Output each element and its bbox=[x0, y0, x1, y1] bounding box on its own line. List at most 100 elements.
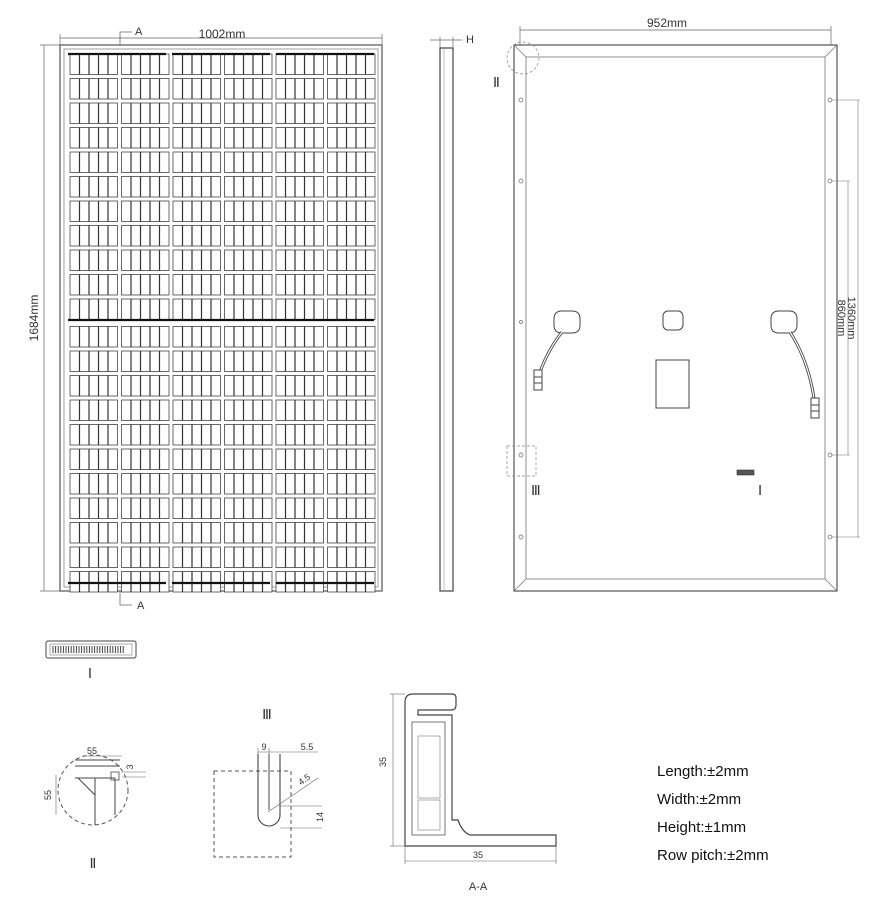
solar-cell bbox=[121, 53, 170, 75]
solar-cell bbox=[275, 53, 324, 75]
solar-cell bbox=[69, 375, 118, 397]
solar-cell bbox=[121, 448, 170, 470]
solar-cell bbox=[224, 473, 273, 495]
solar-cell bbox=[224, 571, 273, 593]
detail-mark-corner: Ⅱ bbox=[493, 76, 500, 91]
solar-cell bbox=[172, 571, 221, 593]
detail-II-circle bbox=[506, 41, 540, 75]
solar-cell bbox=[327, 176, 376, 198]
solar-cell bbox=[121, 78, 170, 100]
solar-cell bbox=[275, 78, 324, 100]
side-view: H bbox=[430, 34, 474, 592]
solar-cell bbox=[224, 326, 273, 348]
solar-cell bbox=[172, 176, 221, 198]
solar-cell bbox=[172, 326, 221, 348]
solar-cell bbox=[327, 225, 376, 247]
solar-cell bbox=[224, 225, 273, 247]
solar-cell bbox=[327, 78, 376, 100]
solar-cell bbox=[69, 448, 118, 470]
solar-cell bbox=[327, 473, 376, 495]
tolerance-height: Height:±1mm bbox=[657, 819, 747, 836]
solar-cell bbox=[224, 522, 273, 544]
solar-cell bbox=[172, 298, 221, 320]
solar-cell bbox=[69, 151, 118, 173]
detail-II-dim-height: 55 bbox=[43, 790, 53, 800]
cable-left bbox=[538, 331, 564, 373]
solar-cell bbox=[327, 424, 376, 446]
mounting-hole bbox=[518, 97, 524, 103]
solar-cell bbox=[69, 326, 118, 348]
solar-cell bbox=[172, 546, 221, 568]
detail-I-label-strip: Ⅰ bbox=[45, 640, 137, 682]
solar-cell bbox=[224, 350, 273, 372]
grounding-label-strip bbox=[736, 469, 755, 476]
detail-III-dim-a: 9 bbox=[261, 742, 266, 752]
section-mark-top: A bbox=[135, 26, 143, 38]
junction-box-right bbox=[770, 310, 798, 334]
connector-left bbox=[533, 369, 543, 391]
solar-cell bbox=[224, 200, 273, 222]
tolerance-length: Length:±2mm bbox=[657, 763, 749, 780]
solar-cell bbox=[69, 127, 118, 149]
section-AA-dim-width: 35 bbox=[473, 850, 483, 860]
back-frame-inner bbox=[525, 56, 826, 580]
solar-cell bbox=[327, 350, 376, 372]
solar-cell bbox=[69, 399, 118, 421]
cell-grid bbox=[68, 52, 376, 593]
solar-cell bbox=[275, 375, 324, 397]
solar-cell bbox=[275, 249, 324, 271]
mounting-holes bbox=[518, 97, 833, 540]
solar-cell bbox=[121, 225, 170, 247]
detail-II-corner: 55 55 3 Ⅱ bbox=[43, 746, 146, 872]
solar-cell bbox=[69, 102, 118, 124]
solar-cell bbox=[69, 200, 118, 222]
solar-cell bbox=[224, 274, 273, 296]
detail-III-caption: Ⅲ bbox=[262, 708, 272, 723]
solar-cell bbox=[121, 424, 170, 446]
junction-box-center bbox=[662, 310, 684, 331]
solar-cell bbox=[69, 571, 118, 593]
back-width-label: 952mm bbox=[647, 16, 687, 30]
solar-cell bbox=[224, 399, 273, 421]
solar-cell bbox=[327, 448, 376, 470]
solar-cell bbox=[69, 473, 118, 495]
solar-cell bbox=[224, 176, 273, 198]
solar-cell bbox=[275, 151, 324, 173]
solar-cell bbox=[172, 424, 221, 446]
front-frame-inner bbox=[63, 48, 379, 588]
solar-cell bbox=[121, 274, 170, 296]
solar-cell bbox=[69, 225, 118, 247]
solar-cell bbox=[121, 350, 170, 372]
solar-cell bbox=[172, 102, 221, 124]
solar-cell bbox=[69, 350, 118, 372]
solar-cell bbox=[69, 522, 118, 544]
solar-cell bbox=[69, 176, 118, 198]
solar-cell bbox=[121, 298, 170, 320]
solar-cell bbox=[121, 497, 170, 519]
detail-III-dim-d: 14 bbox=[315, 812, 325, 822]
solar-cell bbox=[275, 497, 324, 519]
solar-cell bbox=[327, 497, 376, 519]
solar-cell bbox=[275, 571, 324, 593]
solar-cell bbox=[121, 546, 170, 568]
drain-hole bbox=[519, 320, 523, 324]
section-AA-profile: 35 35 A-A bbox=[378, 693, 557, 893]
solar-cell bbox=[121, 102, 170, 124]
solar-cell bbox=[327, 522, 376, 544]
solar-cell bbox=[224, 151, 273, 173]
mounting-hole bbox=[518, 452, 524, 458]
solar-cell bbox=[224, 424, 273, 446]
solar-cell bbox=[121, 522, 170, 544]
solar-cell bbox=[275, 176, 324, 198]
solar-cell bbox=[69, 53, 118, 75]
solar-cell bbox=[327, 274, 376, 296]
solar-cell bbox=[224, 546, 273, 568]
tolerance-row-pitch: Row pitch:±2mm bbox=[657, 847, 769, 864]
solar-cell bbox=[172, 473, 221, 495]
solar-cell bbox=[172, 53, 221, 75]
solar-cell bbox=[69, 424, 118, 446]
solar-cell bbox=[224, 298, 273, 320]
solar-cell bbox=[327, 326, 376, 348]
solar-cell bbox=[275, 448, 324, 470]
